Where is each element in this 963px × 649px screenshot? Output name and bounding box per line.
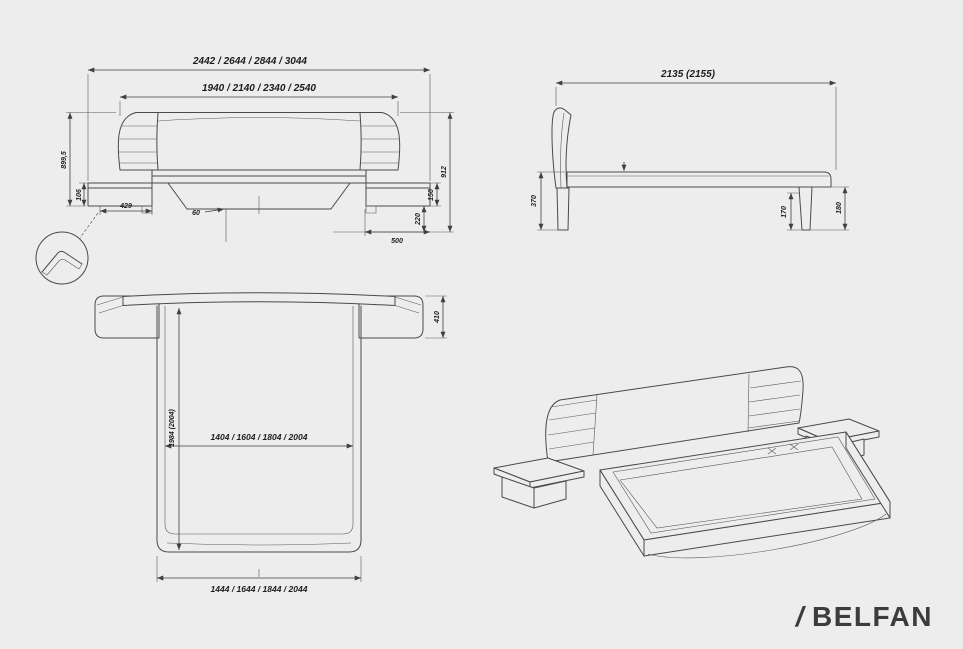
detail-circle — [35, 231, 89, 285]
detail-profile-inner — [41, 258, 83, 276]
bed-base — [167, 182, 351, 210]
iso-frame — [599, 431, 891, 559]
detail-leader — [79, 212, 99, 239]
headboard-center-arch — [157, 117, 361, 122]
dim-912-label: 912 — [441, 166, 448, 178]
dim-inner-width-label: 1940 / 2140 / 2340 / 2540 — [202, 83, 316, 94]
dim-length-label: 2135 (2155) — [660, 69, 716, 80]
side-frame-rail — [566, 171, 832, 188]
iso-ns-left-side-edge — [529, 470, 585, 489]
plan-frame-outer — [156, 305, 362, 553]
headboard-outline — [117, 112, 401, 171]
dim-429-label: 429 — [119, 203, 132, 210]
dim-inner-length-label: 1984 (2004) — [169, 408, 176, 446]
plan-view: 410 1984 (2004) 1404 / 1604 / 1804 / 200… — [94, 292, 447, 594]
dim-180-label: 180 — [836, 202, 843, 214]
dim-370-label: 370 — [531, 195, 538, 207]
plan-wing-left — [94, 295, 160, 339]
dim-plan-outer-width-label: 1444 / 1644 / 1844 / 2044 — [211, 584, 308, 594]
iso-headboard-dividers — [592, 373, 750, 456]
plan-bed-drawing — [94, 292, 424, 553]
plan-headboard-caps — [96, 296, 422, 314]
iso-nightstand-left — [493, 457, 585, 509]
front-bed-drawing — [87, 112, 431, 214]
dim-500-label: 500 — [391, 238, 403, 245]
iso-headboard — [545, 366, 804, 463]
plan-dimensions: 410 1984 (2004) 1404 / 1604 / 1804 / 200… — [156, 295, 447, 594]
isometric-view — [493, 366, 891, 559]
side-headboard — [551, 107, 572, 189]
nightstand-right-support — [365, 205, 377, 214]
extension-lines — [66, 74, 454, 242]
side-dimensions: 2135 (2155) 370 170 180 — [531, 69, 849, 231]
dim-plan-inner-width-label: 1404 / 1604 / 1804 / 2004 — [211, 432, 308, 442]
brand-logo: / BELFAN — [796, 601, 933, 633]
headboard-left-slats — [119, 125, 158, 164]
side-bed-drawing — [551, 107, 832, 231]
dim-60-leader — [204, 207, 225, 213]
headboard-right-slats — [360, 125, 399, 164]
iso-frame-inner-bottom — [619, 446, 863, 529]
plan-frame-inner — [164, 306, 354, 546]
dim-side-gap-label: 106 — [76, 189, 83, 201]
dim-60-label: 60 — [192, 210, 200, 217]
iso-foot-flare — [647, 513, 887, 559]
headboard-left-divider — [156, 112, 159, 171]
front-dimensions: 2442 / 2644 / 2844 / 3044 1940 / 2140 / … — [61, 56, 454, 245]
dim-170-label: 170 — [781, 206, 788, 218]
logo-slash: / — [795, 601, 805, 632]
dim-150-label: 150 — [428, 189, 435, 201]
dim-410-label: 410 — [434, 311, 441, 324]
plan-headboard-strip — [122, 292, 396, 306]
corner-detail — [35, 231, 89, 285]
frame-rail — [151, 169, 367, 184]
headboard-right-divider — [359, 112, 362, 171]
iso-frame-inner-rim — [612, 436, 876, 534]
plan-extension-lines — [156, 295, 447, 582]
side-extension-lines — [537, 87, 849, 231]
dim-overall-width-label: 2442 / 2644 / 2844 / 3044 — [192, 56, 307, 67]
iso-headboard-slats — [547, 380, 802, 450]
dim-220-label: 220 — [415, 213, 422, 226]
iso-ns-left-body-side — [533, 480, 567, 509]
front-view: 2442 / 2644 / 2844 / 3044 1940 / 2140 / … — [35, 56, 454, 285]
iso-fastener-marks — [767, 443, 799, 455]
iso-frame-right-wall — [845, 431, 891, 519]
plan-wing-right — [358, 295, 424, 339]
side-headboard-layer — [560, 112, 565, 189]
nightstand-right — [365, 182, 431, 207]
dim-total-height-label: 899,5 — [61, 151, 68, 169]
side-foot-leg — [798, 186, 813, 231]
side-view: 2135 (2155) 370 170 180 — [531, 69, 849, 231]
nightstand-left-support — [141, 205, 153, 214]
logo-text: BELFAN — [812, 601, 933, 632]
detail-profile-outer — [41, 250, 83, 273]
side-headboard-leg — [556, 187, 570, 231]
